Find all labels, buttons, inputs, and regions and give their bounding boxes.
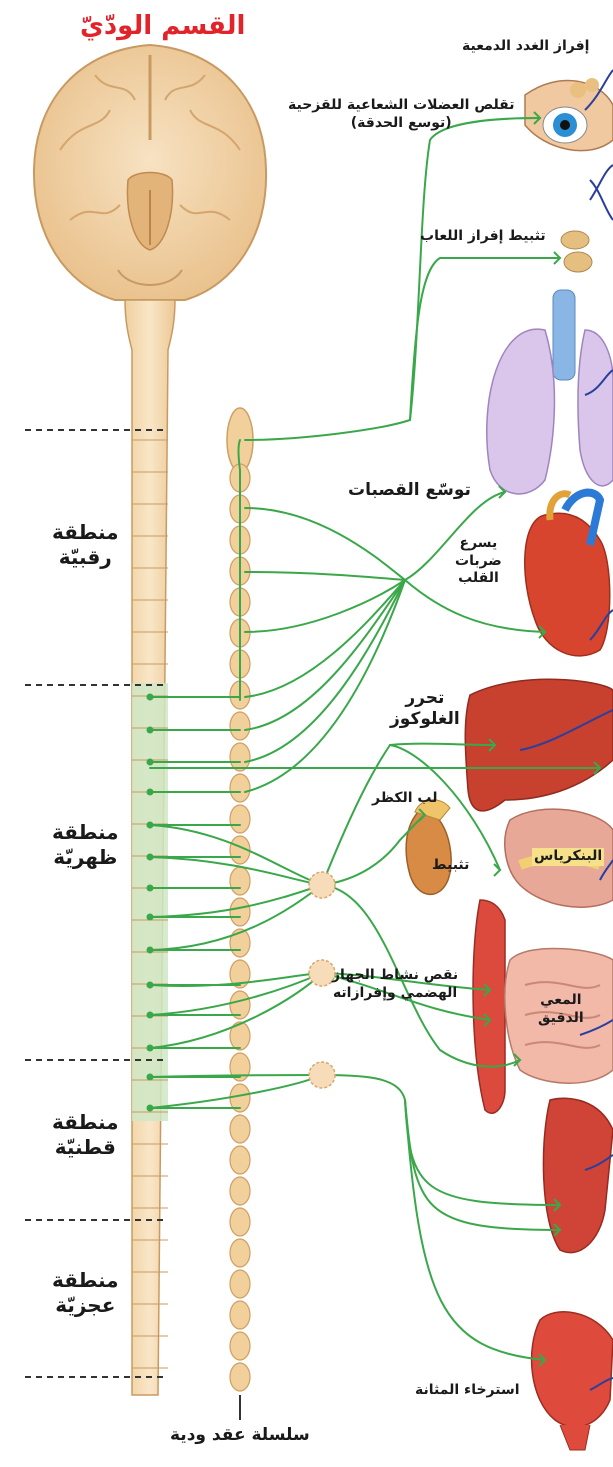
nerve-cervical-2: [245, 572, 405, 580]
cord-neuron-dot: [147, 694, 154, 701]
nerve-rectum-2: [405, 1100, 560, 1230]
nerve-cervical-5: [245, 580, 405, 730]
chain-ganglion: [230, 1239, 250, 1267]
label-heart-line3: القلب: [455, 570, 502, 588]
label-pupil-line1: تقلص العضلات الشعاعية للقزحية: [288, 97, 515, 115]
bladder: [532, 1312, 613, 1450]
label-digestive-line1: نقص نشاط الجهاز: [332, 967, 458, 985]
region-lumbar-line2: قطنيّة: [52, 1135, 119, 1160]
label-pancreas: البنكرياس: [532, 848, 604, 866]
spinal-cord: [125, 300, 175, 1395]
region-lumbar-line1: منطقة: [52, 1110, 119, 1135]
label-intestine: المعي الدقيق: [538, 992, 584, 1027]
chain-ganglion: [230, 1270, 250, 1298]
cord-neuron-dot: [147, 789, 154, 796]
nerve-heart: [405, 580, 545, 632]
inferior-mesenteric-ganglion: [309, 1062, 335, 1088]
chain-ganglion: [230, 805, 250, 833]
chain-ganglion: [230, 774, 250, 802]
chain-label: سلسلة عقد ودية: [170, 1425, 310, 1446]
chain-ganglion: [230, 867, 250, 895]
chain-ganglion: [230, 1146, 250, 1174]
chain-ganglion: [230, 1208, 250, 1236]
chain-ganglion: [230, 1115, 250, 1143]
cord-neuron-dot: [147, 885, 154, 892]
label-intestine-line1: المعي: [538, 992, 584, 1010]
nerve-cervical-1: [245, 508, 405, 580]
label-saliva: تثبيط إفراز اللعاب: [420, 228, 546, 246]
label-glucose: تحرر الغلوكوز: [390, 688, 460, 731]
label-bladder: استرخاء المثانة: [415, 1382, 520, 1400]
region-sacral-line2: عجزيّة: [52, 1293, 119, 1318]
label-intestine-line2: الدقيق: [538, 1010, 584, 1028]
region-sacral: منطقة عجزيّة: [52, 1268, 119, 1318]
organs: [406, 78, 613, 1450]
chain-ganglion: [230, 743, 250, 771]
chain-ganglion: [230, 1332, 250, 1360]
chain-ganglion: [230, 712, 250, 740]
label-glucose-line1: تحرر: [390, 688, 460, 709]
region-thoracic-line1: منطقة: [52, 820, 119, 845]
region-sacral-line1: منطقة: [52, 1268, 119, 1293]
region-thoracic: منطقة ظهريّة: [52, 820, 119, 870]
chain-ganglion: [230, 1363, 250, 1391]
label-heart-line2: ضربات: [455, 553, 502, 571]
brain: [34, 45, 266, 300]
region-lumbar: منطقة قطنيّة: [52, 1110, 119, 1160]
label-heart-line1: يسرع: [455, 535, 502, 553]
lungs: [487, 290, 613, 494]
page-title: القسم الودّيّ: [80, 10, 245, 43]
adrenal-kidney: [406, 800, 451, 895]
label-glucose-line2: الغلوكوز: [390, 709, 460, 730]
label-adrenal: لب الكظر: [372, 790, 438, 808]
label-pupil: تقلص العضلات الشعاعية للقزحية (توسع الحد…: [288, 97, 515, 132]
region-cervical-line2: رقبيّة: [52, 545, 119, 570]
thoracolumbar-zone: [132, 683, 168, 1121]
cord-neuron-dot: [147, 759, 154, 766]
region-cervical: منطقة رقبيّة: [52, 520, 119, 570]
eye: [525, 78, 613, 151]
region-thoracic-line2: ظهريّة: [52, 845, 119, 870]
label-heart: يسرع ضربات القلب: [455, 535, 502, 588]
chain-ganglion: [230, 898, 250, 926]
region-cervical-line1: منطقة: [52, 520, 119, 545]
chain-ganglion: [230, 1177, 250, 1205]
label-digestive-line2: الهضمي وإفرازاته: [332, 985, 458, 1003]
cord-neuron-dot: [147, 727, 154, 734]
label-bronchi: توسّع القصبات: [348, 480, 471, 501]
chain-ganglion: [230, 1301, 250, 1329]
label-pupil-line2: (توسع الحدقة): [288, 115, 515, 133]
celiac-ganglion: [309, 872, 335, 898]
salivary-glands: [561, 165, 613, 272]
label-lacrimal: إفراز الغدد الدمعية: [462, 38, 589, 56]
label-inhibit: تثبيط: [432, 857, 469, 875]
nerve-rectum: [322, 1075, 560, 1205]
label-digestive: نقص نشاط الجهاز الهضمي وإفرازاته: [332, 967, 458, 1002]
